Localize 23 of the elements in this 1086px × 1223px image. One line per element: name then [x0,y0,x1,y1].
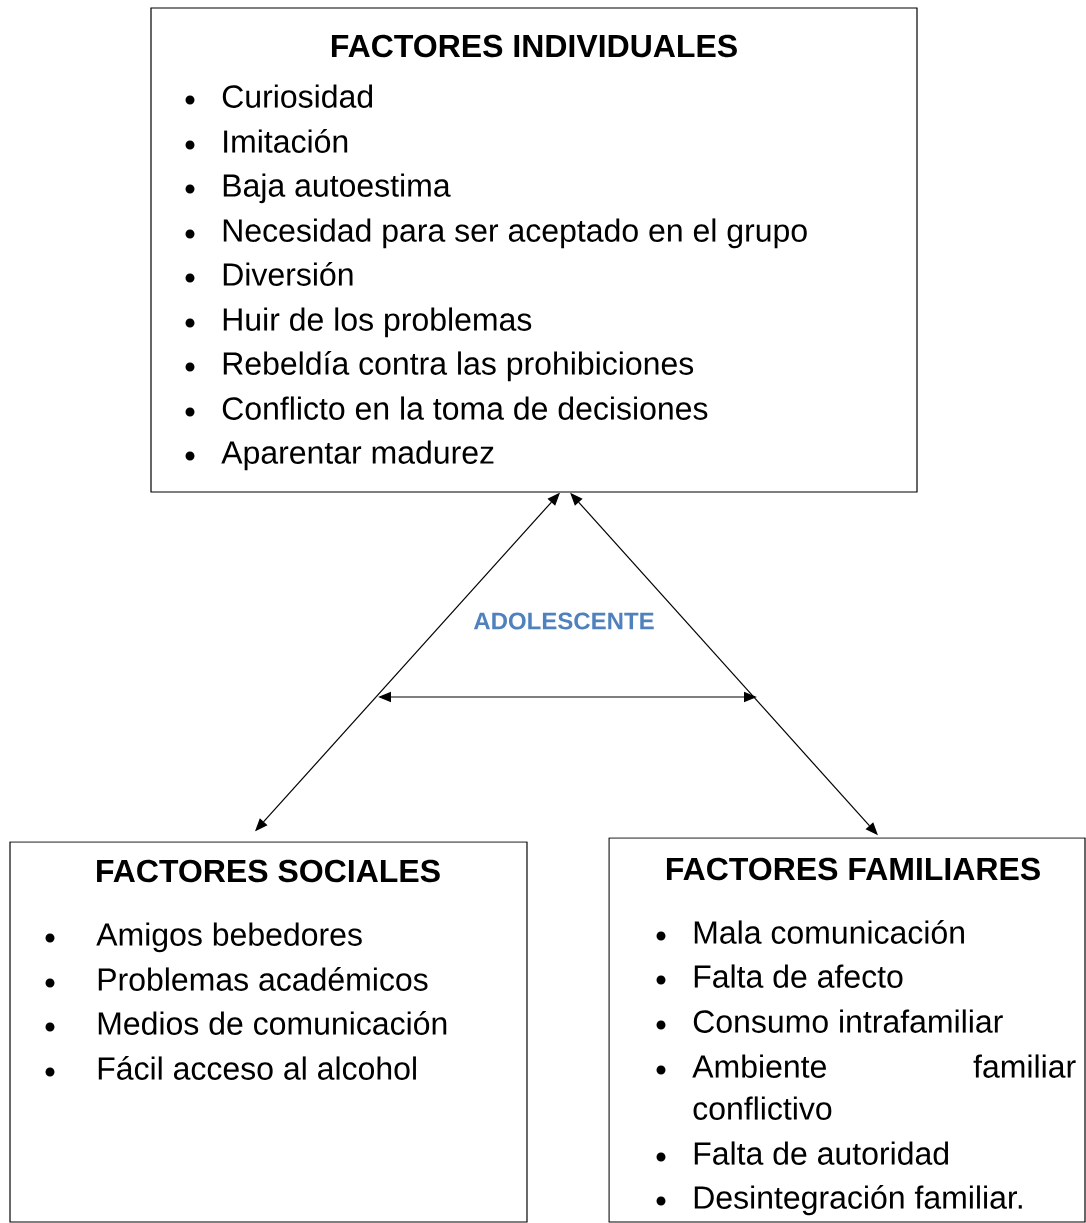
list-item: Rebeldía contra las prohibiciones [223,351,694,382]
heading: FACTORES SOCIALES [97,859,440,883]
list-item: Baja autoestima [223,173,451,204]
list-item: Falta de autoridad [694,1141,948,1165]
list-item: Falta de afecto [694,964,903,988]
heading: FACTORES INDIVIDUALES [331,34,737,58]
list-item: Ambiente familiar conflictivo [692,1054,1076,1120]
list-item: Imitación [224,129,348,153]
list-item: Diversión [223,262,353,286]
list-item: Consumo intrafamiliar [693,1009,1003,1033]
list-item: Problemas académicos [98,967,428,991]
list-item: Desintegración familiar. [694,1185,1022,1216]
list-item: Fácil acceso al alcohol [98,1056,416,1080]
list-item: Aparentar madurez [221,440,494,471]
list-item: Amigos bebedores [96,922,362,953]
list-item: Medios de comunicación [98,1011,447,1035]
list-item: Curiosidad [222,84,373,108]
heading: FACTORES FAMILIARES [666,857,1040,881]
list-item: Huir de los problemas [223,307,532,338]
list-item: Conflicto en la toma de decisiones [222,396,708,420]
list-item: Mala comunicación [694,920,964,944]
list-item: Necesidad para ser aceptado en el grupo [223,218,807,249]
center-label: ADOLESCENTE [473,612,654,630]
